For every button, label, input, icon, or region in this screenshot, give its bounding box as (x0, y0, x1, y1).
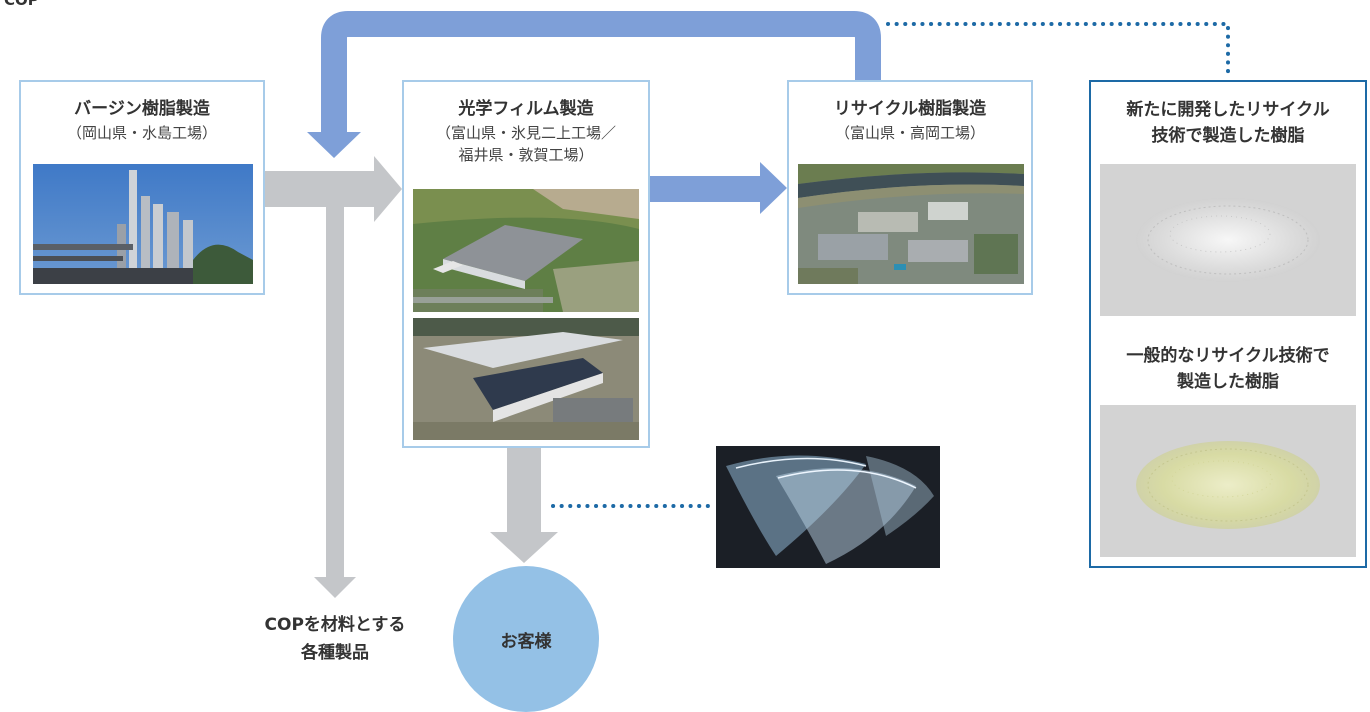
new-recycle-resin-caption-line2: 技術で製造した樹脂 (1151, 126, 1305, 146)
cop-products-label-line1: COPを材料とする (264, 615, 406, 635)
recycle-loop-arrow (321, 10, 881, 134)
film-to-recycle-arrowhead (760, 162, 787, 214)
general-recycle-resin-caption-line1: 一般的なリサイクル技術で (1126, 346, 1330, 366)
film-to-customer-arrowhead (490, 532, 558, 563)
cop-products-label-line2: 各種製品 (301, 643, 369, 663)
refinery-photo (33, 164, 253, 284)
branch-to-cop-shaft (326, 205, 344, 577)
clear-resin-photo (1100, 164, 1356, 316)
branch-to-cop-arrowhead (314, 577, 356, 598)
virgin-to-film-arrowhead (374, 156, 402, 222)
recycle-to-samples-dotted-line (886, 22, 1230, 78)
recycle-resin-box: リサイクル樹脂製造 （富山県・高岡工場） (787, 80, 1033, 295)
yellow-resin-photo (1100, 405, 1356, 557)
recycle-resin-title: リサイクル樹脂製造 (833, 99, 987, 119)
optical-film-location-line2: 福井県・敦賀工場） (458, 146, 594, 164)
film-to-customer-shaft (507, 448, 541, 534)
takaoka-plant-photo (798, 164, 1024, 284)
virgin-resin-title: バージン樹脂製造 (74, 99, 210, 119)
optical-film-location-line1: （富山県・氷見二上工場／ (435, 124, 616, 142)
optical-film-product-photo (716, 446, 940, 568)
new-recycle-resin-caption-line1: 新たに開発したリサイクル (1126, 100, 1330, 120)
general-recycle-resin-caption-line2: 製造した樹脂 (1177, 372, 1279, 392)
tsuruga-plant-photo (413, 318, 639, 440)
optical-film-box: 光学フィルム製造 （富山県・氷見二上工場／ 福井県・敦賀工場） (402, 80, 650, 448)
himi-plant-photo (413, 189, 639, 312)
partial-heading: COP (4, 0, 39, 9)
virgin-resin-location: （岡山県・水島工場） (66, 124, 217, 142)
recycle-resin-location: （富山県・高岡工場） (834, 124, 985, 142)
customer-node: お客様 (453, 566, 599, 712)
resin-samples-panel: 新たに開発したリサイクル 技術で製造した樹脂 一般的なリサイクル技術で 製造した… (1089, 80, 1367, 568)
customer-label: お客様 (500, 632, 552, 652)
virgin-to-film-shaft (264, 171, 380, 207)
optical-film-title: 光学フィルム製造 (458, 99, 594, 119)
recycle-loop-arrowhead (307, 132, 361, 158)
film-to-recycle-shaft (650, 176, 764, 202)
virgin-resin-box: バージン樹脂製造 （岡山県・水島工場） (19, 80, 265, 295)
